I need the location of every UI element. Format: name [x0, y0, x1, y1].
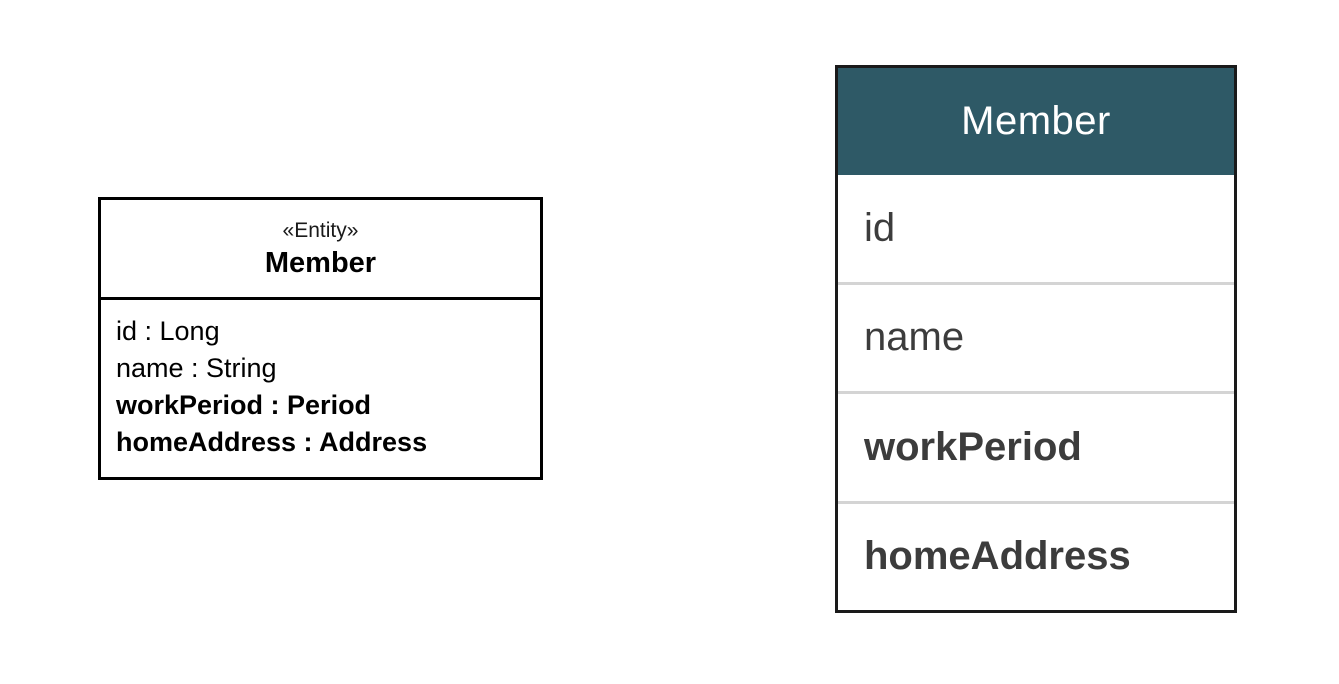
db-table-row-homeaddress: homeAddress — [838, 500, 1234, 610]
uml-stereotype-label: «Entity» — [282, 218, 359, 242]
db-table-box: Member id name workPeriod homeAddress — [835, 65, 1237, 613]
db-table-row-id: id — [838, 175, 1234, 282]
db-table-title: Member — [838, 68, 1234, 175]
uml-attribute-id: id : Long — [116, 316, 220, 346]
uml-attribute-workperiod: workPeriod : Period — [116, 390, 372, 420]
db-table-row-workperiod: workPeriod — [838, 391, 1234, 501]
uml-class-name: Member — [264, 246, 377, 279]
uml-attributes-compartment: id : Long name : String workPeriod : Per… — [101, 300, 540, 461]
uml-class-box: «Entity» Member id : Long name : String … — [98, 197, 543, 480]
uml-attribute-homeaddress: homeAddress : Address — [116, 427, 428, 457]
uml-class-header-compartment: «Entity» Member — [101, 200, 540, 300]
uml-attribute-name: name : String — [116, 353, 277, 383]
db-table-row-name: name — [838, 281, 1234, 391]
